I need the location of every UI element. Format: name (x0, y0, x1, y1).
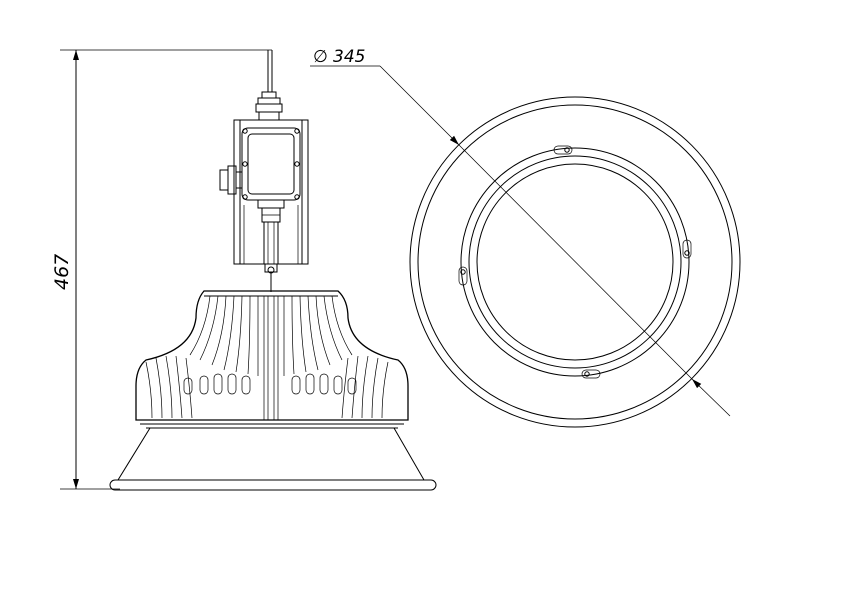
reflector (109, 427, 437, 491)
diameter-symbol: ∅ (313, 47, 328, 67)
side-cable-gland (219, 165, 243, 195)
center-rods (263, 296, 279, 420)
height-dimension-label: 467 (51, 254, 73, 290)
outer-ring (409, 96, 741, 428)
heat-sink-fins-upper (189, 295, 353, 376)
height-dimension: 467 (51, 49, 272, 490)
mounting-ring (460, 147, 690, 377)
diameter-leader-upper (379, 65, 460, 146)
outer-ring-inner-edge (417, 104, 733, 420)
suspension-cable (267, 50, 273, 92)
heat-sink (135, 290, 409, 429)
diameter-leader-lower (691, 378, 731, 417)
top-cable-gland (255, 91, 283, 121)
side-view (109, 50, 437, 491)
diameter-dimension: ∅ 345 (310, 47, 731, 417)
top-view: ∅ 345 (310, 47, 741, 428)
lens-opening (476, 163, 674, 361)
mounting-ring-inner-edge (468, 155, 682, 369)
mounting-bracket (233, 119, 309, 265)
diameter-dimension-label: 345 (333, 47, 365, 67)
diameter-dimension-line (458, 144, 693, 380)
lower-connector (257, 199, 285, 292)
heat-sink-fins-lower (145, 355, 389, 419)
vent-slots (183, 373, 357, 395)
junction-box (241, 127, 301, 201)
mounting-screws (458, 145, 692, 379)
